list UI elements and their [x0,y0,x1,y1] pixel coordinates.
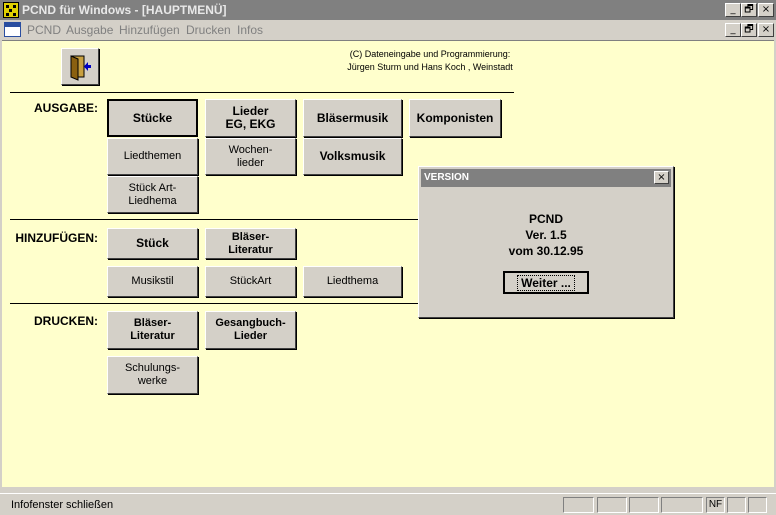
menu-ausgabe[interactable]: Ausgabe [66,23,114,37]
section-label-hinzufuegen: HINZUFÜGEN: [15,231,98,245]
button-add-liedthema[interactable]: Liedthema [303,266,402,297]
close-button[interactable]: × [758,3,774,17]
menu-infos[interactable]: Infos [237,23,264,37]
section-label-drucken: DRUCKEN: [34,314,98,328]
button-print-blaeser-literatur[interactable]: Bläser- Literatur [107,311,198,349]
menu-pcnd[interactable]: PCND [27,23,62,37]
status-panel-2 [597,497,627,513]
mdi-minimize-button[interactable]: _ [725,23,741,37]
button-liedthemen[interactable]: Liedthemen [107,138,198,175]
dialog-title: VERSION [424,172,470,183]
minimize-button[interactable]: _ [725,3,741,17]
version-dialog: VERSION × PCND Ver. 1.5 vom 30.12.95 Wei… [418,166,674,318]
dialog-title-bar: VERSION × [421,169,671,187]
status-nf-indicator: NF [706,497,725,513]
button-blaesermusik[interactable]: Bläsermusik [303,99,402,137]
document-window-icon[interactable] [4,22,21,37]
weiter-button[interactable]: Weiter ... [503,271,589,294]
divider-drucken [10,303,418,304]
status-panel-1 [563,497,594,513]
restore-button[interactable]: 🗗 [741,3,757,17]
section-label-ausgabe: AUSGABE: [33,101,98,115]
dialog-app-name: PCND [528,212,563,226]
divider-top [10,92,514,93]
button-volksmusik[interactable]: Volksmusik [303,138,402,175]
button-wochenlieder[interactable]: Wochen- lieder [205,138,296,175]
status-panel-7 [748,497,767,513]
button-add-musikstil[interactable]: Musikstil [107,266,198,297]
mdi-close-button[interactable]: × [758,23,774,37]
status-panel-6 [727,497,746,513]
dialog-version: Ver. 1.5 [525,228,567,242]
mdi-restore-button[interactable]: 🗗 [741,23,757,37]
weiter-button-label: Weiter ... [517,274,575,291]
app-icon[interactable] [3,2,19,18]
title-bar: PCND für Windows - [HAUPTMENÜ] _ 🗗 × [0,0,776,20]
copyright-line-1: (C) Dateneingabe und Programmierung: [349,49,511,59]
window-title: PCND für Windows - [HAUPTMENÜ] [22,3,227,17]
status-panel-4 [661,497,703,513]
button-stueckart-liedthema[interactable]: Stück Art- Liedhema [107,176,198,213]
menu-hinzufuegen[interactable]: Hinzufügen [119,23,180,37]
divider-hinzufuegen [10,219,418,220]
menu-drucken[interactable]: Drucken [186,23,231,37]
exit-door-icon [70,55,91,81]
copyright-text: (C) Dateneingabe und Programmierung: Jür… [300,48,560,74]
button-lieder-eg-ekg[interactable]: Lieder EG, EKG [205,99,296,137]
status-text: Infofenster schließen [11,499,114,511]
copyright-line-2: Jürgen Sturm und Hans Koch , Weinstadt [347,62,513,72]
button-komponisten[interactable]: Komponisten [409,99,501,137]
menu-bar: _ 🗗 × [0,20,776,40]
button-add-stueckart[interactable]: StückArt [205,266,296,297]
button-print-gesangbuch-lieder[interactable]: Gesangbuch- Lieder [205,311,296,349]
button-add-stueck[interactable]: Stück [107,228,198,259]
button-add-blaeser-literatur[interactable]: Bläser- Literatur [205,228,296,259]
dialog-date: vom 30.12.95 [508,244,584,258]
status-panel-3 [629,497,659,513]
dialog-close-icon[interactable]: × [654,171,669,184]
exit-button[interactable] [61,48,99,85]
button-stuecke[interactable]: Stücke [107,99,198,137]
status-bar: Infofenster schließen NF [0,493,776,515]
button-print-schulungswerke[interactable]: Schulungs- werke [107,356,198,394]
